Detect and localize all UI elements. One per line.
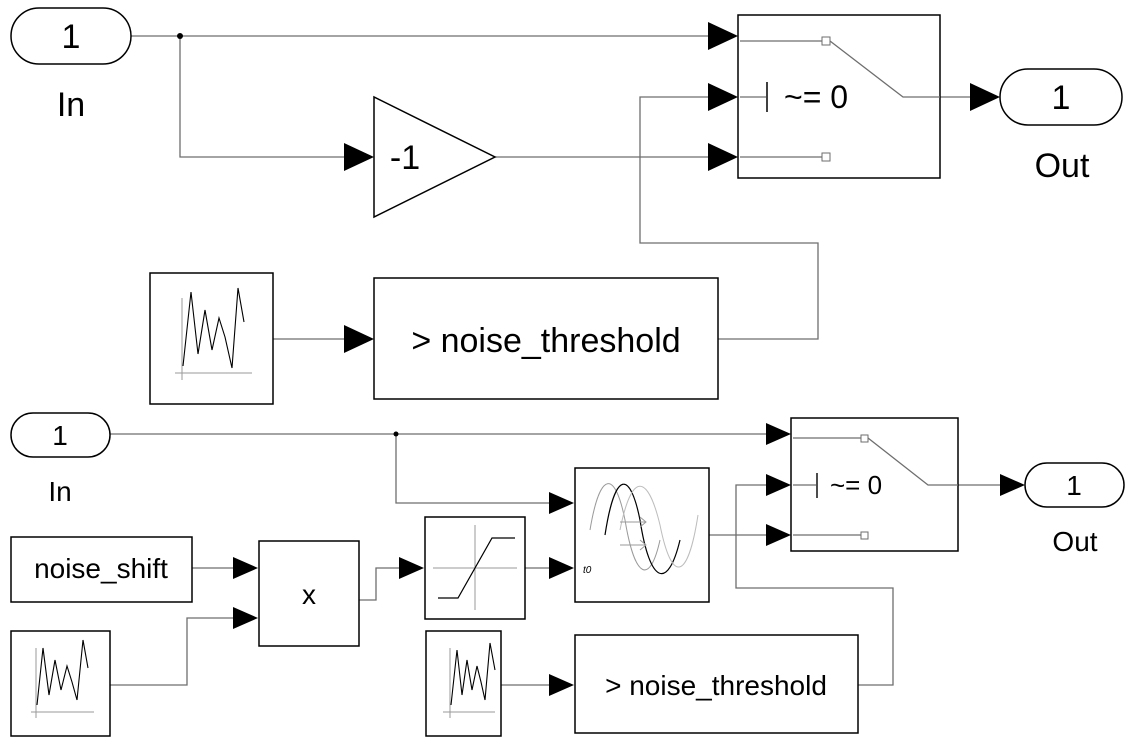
top-wires [131,33,972,340]
top-outport-label: Out [1035,147,1090,185]
bottom-branch-point [393,431,399,437]
top-compare-label: > noise_threshold [411,322,680,360]
top-outport[interactable]: 1 [999,68,1123,126]
bottom-inport-number: 1 [52,420,68,451]
top-switch-block[interactable]: ~= 0 [737,14,941,179]
wire-compare-to-switch [639,96,819,340]
arrow-bout-in [1000,474,1025,496]
delay-wave-ghost-icon [589,483,661,571]
bottom-compare-label: > noise_threshold [605,670,827,701]
arrow-bcompare-in [549,674,574,696]
noise-waveform-icon [36,639,89,706]
bottom-inport-label: In [48,476,71,507]
top-arrows [344,22,1000,353]
arrow-product-in2 [233,607,258,629]
bottom-compare-block[interactable]: > noise_threshold [574,634,859,734]
wire-bin-to-delay [395,434,550,504]
delay-arrow-icon [620,516,647,551]
saturation-curve-icon [438,537,515,599]
bottom-product-block[interactable]: x [258,540,360,647]
bottom-arrows [233,423,1025,696]
bottom-constant-label: noise_shift [34,553,168,584]
bottom-outport[interactable]: 1 [1024,462,1125,508]
bottom-noise-source-right[interactable] [425,630,502,737]
top-inport-number: 1 [62,18,81,56]
bottom-constant-block[interactable]: noise_shift [10,536,193,603]
bottom-delay-label: t0 [583,565,592,576]
top-diagram: 1 In -1 ~= 0 1 Out [10,7,1123,405]
top-inport[interactable]: 1 [10,7,132,65]
bottom-diagram: 1 In noise_shift x [10,412,1125,737]
wire-noise-to-product [110,617,234,686]
arrow-bswitch-in1 [766,423,791,445]
top-inport-label: In [57,86,85,124]
bottom-noise-source-left[interactable] [10,630,111,737]
delay-wave-icon [604,483,681,575]
bottom-switch-criteria: ~= 0 [830,470,882,500]
bottom-product-label: x [302,579,316,610]
bottom-saturation-block[interactable] [424,516,526,620]
arrow-out-in [970,83,1000,111]
top-branch-point [177,33,183,39]
arrow-bswitch-in3 [766,524,791,546]
arrow-switch-in3 [708,143,738,171]
bottom-delay-block[interactable]: t0 [574,467,710,603]
top-gain-value: -1 [390,139,420,177]
bottom-inport[interactable]: 1 [10,412,111,458]
wire-in-to-gain [179,36,346,158]
top-outport-number: 1 [1052,79,1071,117]
arrow-gain-in [344,143,374,171]
delay-wave-ghost2-icon [619,485,699,568]
bottom-outport-number: 1 [1066,470,1082,501]
wire-product-to-sat [359,567,400,601]
wire-compare-to-switch-b [735,484,894,686]
noise-waveform-icon [450,642,496,706]
bottom-wires [110,431,1002,686]
top-switch-criteria: ~= 0 [784,79,848,115]
bottom-switch-block[interactable]: ~= 0 [790,417,959,552]
arrow-compare-in [344,325,374,353]
arrow-switch-in1 [708,22,738,50]
arrow-delay-in2 [549,557,574,579]
arrow-bswitch-in2 [766,474,791,496]
top-compare-block[interactable]: > noise_threshold [373,277,719,400]
arrow-sat-in [399,557,424,579]
bottom-outport-label: Out [1052,526,1097,557]
arrow-delay-in1 [549,492,574,514]
arrow-switch-in2 [708,83,738,111]
top-noise-source-block[interactable] [149,272,274,405]
arrow-product-in1 [233,557,258,579]
noise-waveform-icon [182,287,245,369]
top-gain-block[interactable]: -1 [373,95,497,219]
